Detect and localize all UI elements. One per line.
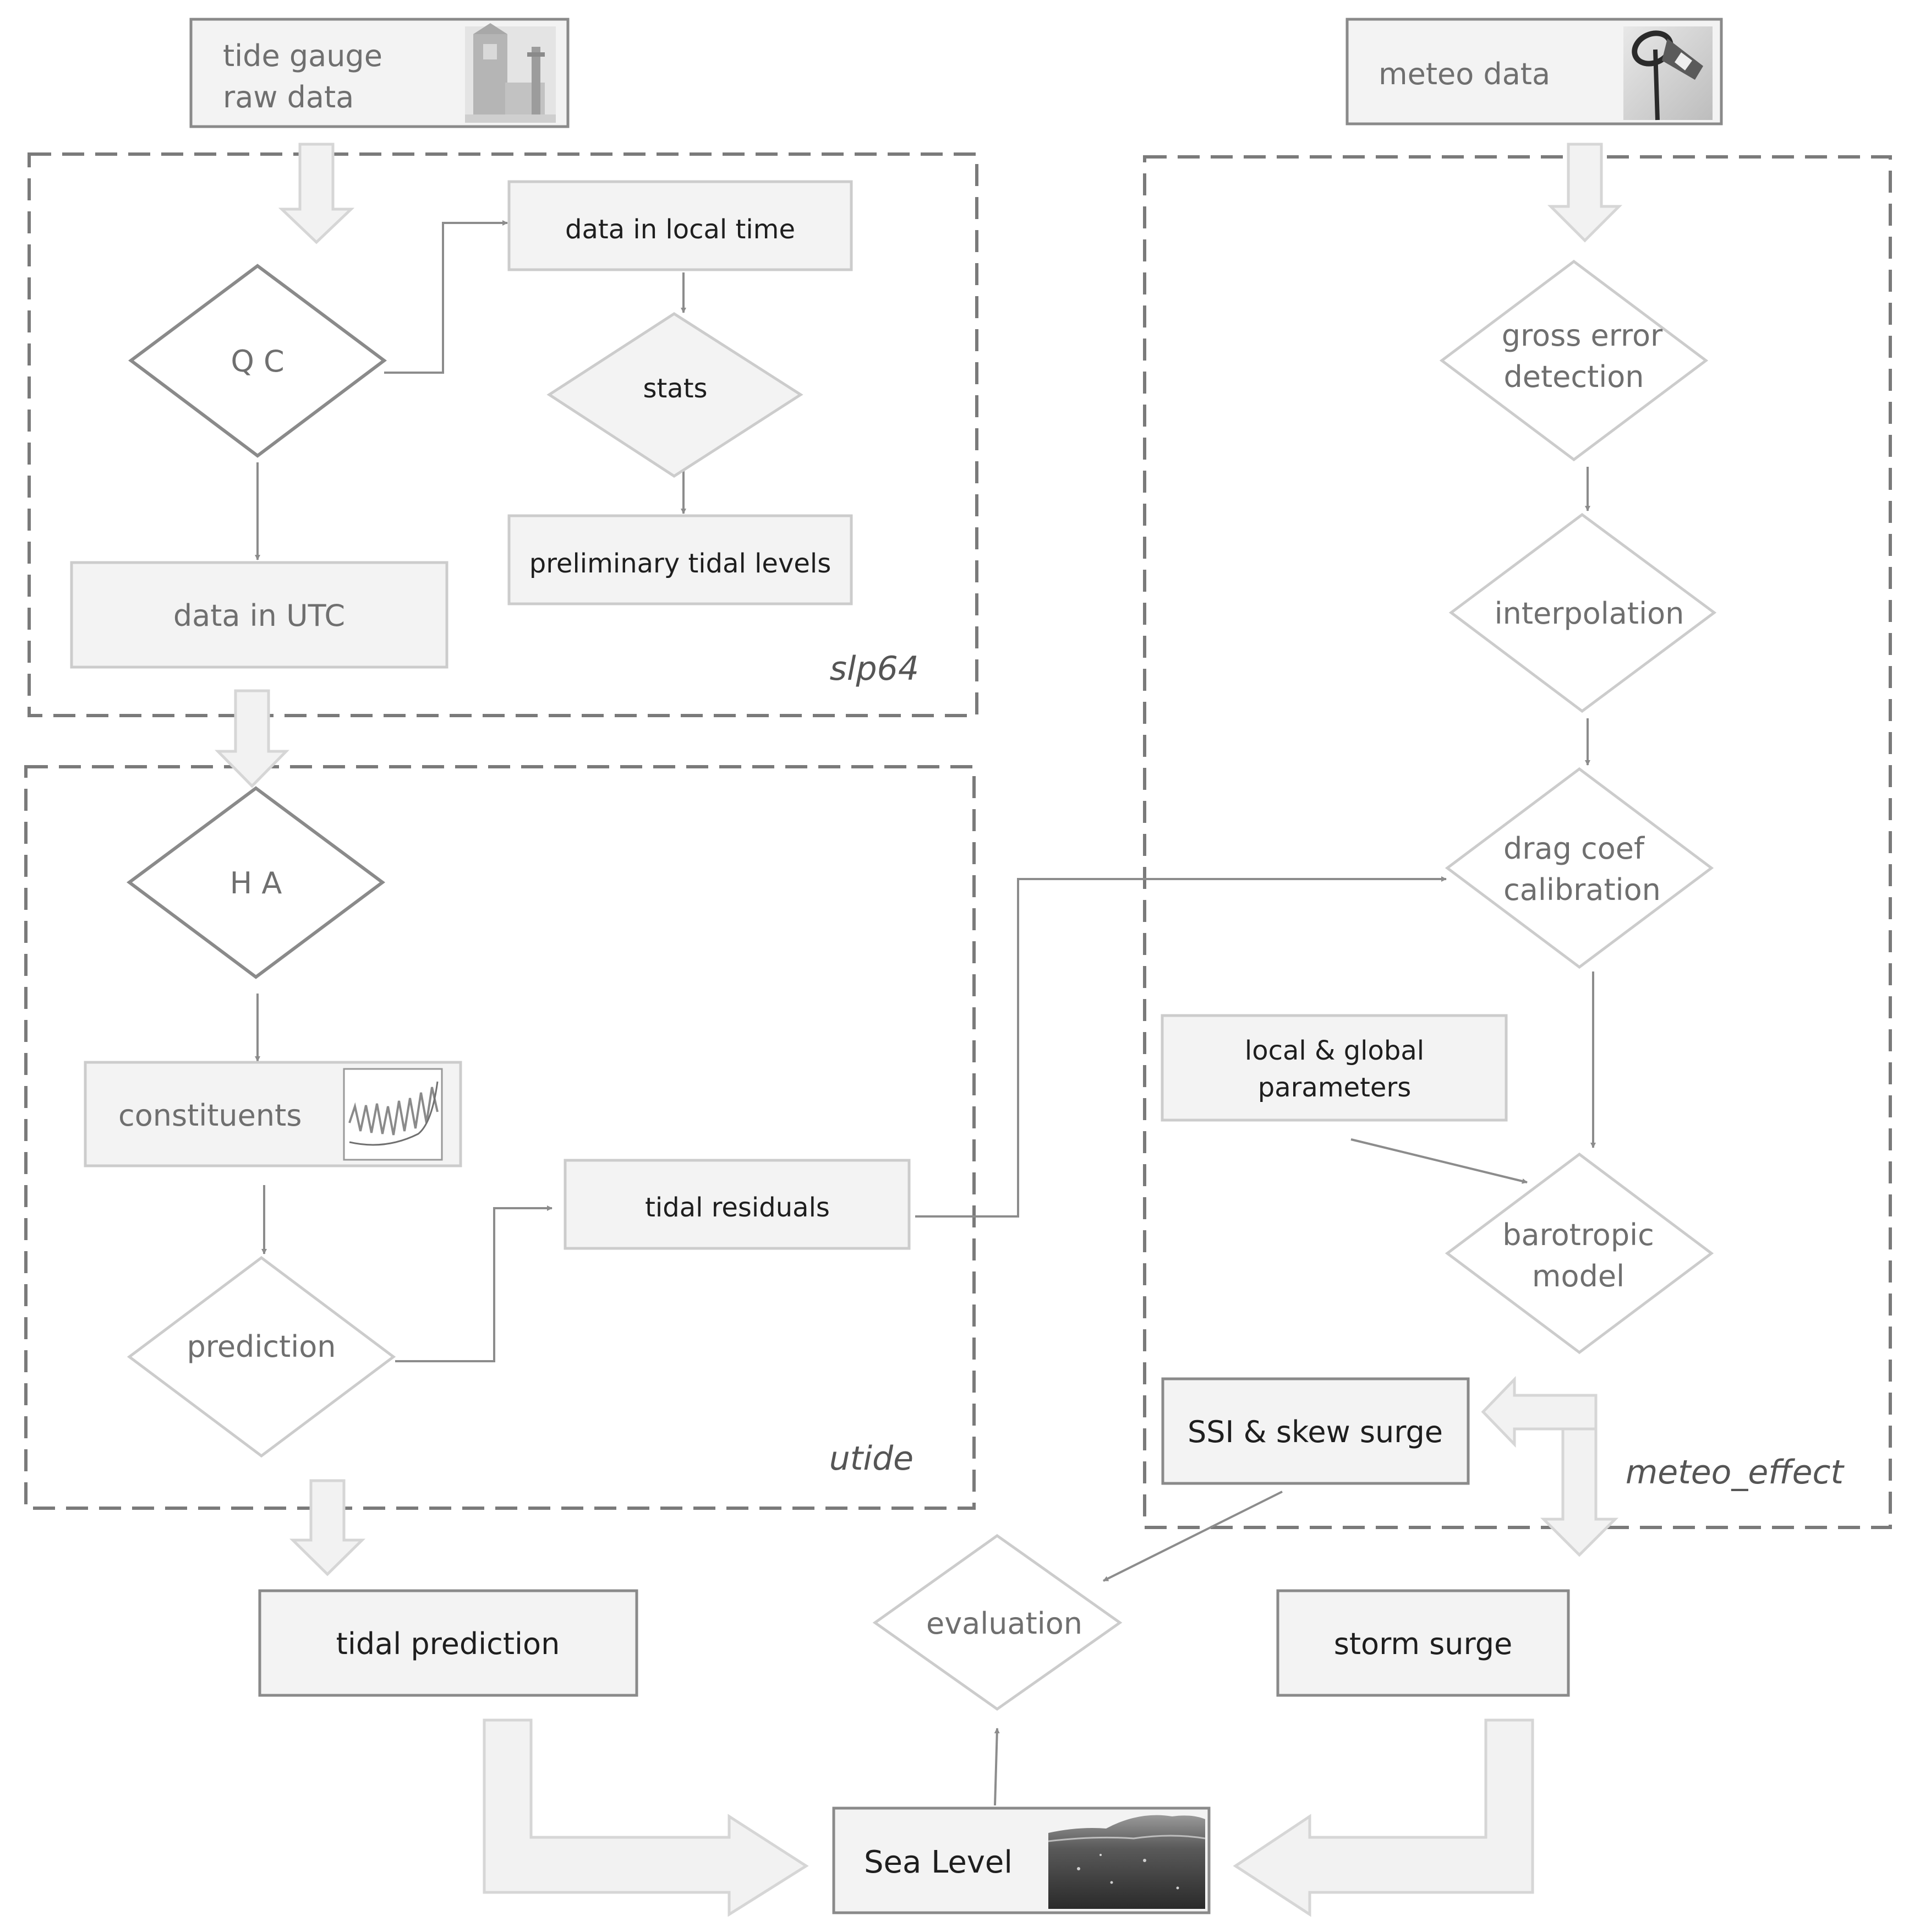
node-tidal-residuals: tidal residuals [564,1159,911,1250]
tidal-signal-plot-icon [343,1068,443,1161]
node-sea-level: Sea Level [832,1807,1211,1914]
node-interpolation: interpolation [1448,512,1717,713]
node-stats: stats [546,312,803,478]
node-local-global-parameters: local & global parameters [1161,1014,1508,1122]
block-arrow-meteo-to-gross [1547,143,1623,243]
node-local-global-parameters-line-2: parameters [1258,1072,1411,1103]
node-ha-label: H A [230,866,282,900]
group-label-meteo-effect: meteo_effect [1626,1453,1845,1492]
node-prediction-label: prediction [187,1329,336,1364]
node-tide-gauge-raw-data-line-1: tide gauge [223,39,382,73]
node-barotropic-model-line-2: model [1532,1259,1624,1294]
node-tide-gauge-raw-data-line-2: raw data [223,80,354,114]
arrow-residuals-to-drag-coef [915,876,1447,1218]
node-ha: H A [126,786,386,979]
connectors [255,220,1596,1806]
node-data-local-time-label: data in local time [565,214,795,245]
node-ssi-skew-surge-label: SSI & skew surge [1188,1415,1443,1449]
node-barotropic-model: barotropic model [1445,1152,1714,1355]
group-frame-utide [24,765,976,1510]
node-tidal-prediction-label: tidal prediction [336,1627,560,1661]
arrow-qc-to-local-time [384,220,508,374]
node-preliminary-tidal-levels-label: preliminary tidal levels [529,548,831,579]
node-preliminary-tidal-levels: preliminary tidal levels [507,514,853,605]
node-evaluation: evaluation [872,1533,1123,1711]
group-frame-meteo-effect [1143,155,1892,1529]
node-local-global-parameters-line-1: local & global [1245,1035,1424,1066]
node-gross-error-detection-line-1: gross error [1502,318,1663,353]
node-storm-surge-label: storm surge [1334,1627,1512,1661]
node-evaluation-label: evaluation [926,1606,1082,1641]
node-tidal-prediction: tidal prediction [258,1589,638,1697]
block-arrow-barotropic-to-ssi-and-storm [1481,1376,1619,1557]
node-constituents: constituents [84,1061,462,1167]
block-arrow-storm-surge-to-sea-level [1233,1718,1534,1917]
node-meteo-data-label: meteo data [1379,57,1550,91]
node-constituents-label: constituents [118,1098,302,1133]
tide-gauge-icon [465,23,556,123]
node-drag-coef-calibration-line-1: drag coef [1503,831,1645,866]
node-ssi-skew-surge: SSI & skew surge [1161,1377,1470,1485]
block-arrow-tidal-prediction-to-sea-level [483,1718,809,1917]
block-arrows [215,143,1623,1917]
node-tide-gauge-raw-data: tide gauge raw data [189,18,570,128]
block-arrow-utide-to-tidal-prediction [289,1479,366,1576]
node-gross-error-detection: gross error detection [1439,259,1709,462]
node-qc-label: Q C [231,344,284,379]
node-storm-surge: storm surge [1276,1589,1570,1697]
node-drag-coef-calibration: drag coef calibration [1445,767,1714,969]
arrow-prediction-to-residuals [395,1205,553,1362]
arrow-ssi-to-evaluation [1103,1491,1283,1582]
node-gross-error-detection-line-2: detection [1503,359,1644,394]
node-drag-coef-calibration-line-2: calibration [1503,872,1661,907]
group-label-slp64: slp64 [830,650,919,688]
node-barotropic-model-line-1: barotropic [1502,1218,1654,1252]
node-qc: Q C [128,264,387,458]
node-data-utc-label: data in UTC [173,598,345,633]
windsock-icon [1623,26,1713,121]
sea-surface-icon [1048,1814,1206,1909]
node-tidal-residuals-label: tidal residuals [645,1192,830,1223]
node-stats-label: stats [643,373,707,404]
node-meteo-data: meteo data [1345,18,1723,125]
node-sea-level-label: Sea Level [864,1844,1013,1880]
group-frame-slp64 [28,152,978,717]
node-interpolation-label: interpolation [1495,596,1684,631]
arrow-sea-level-to-evaluation [994,1728,1000,1806]
block-arrow-slp64-to-utide [215,689,289,788]
node-prediction: prediction [127,1256,396,1458]
group-label-utide: utide [829,1439,914,1478]
block-arrow-raw-to-qc [278,143,355,244]
node-data-local-time: data in local time [507,180,853,271]
arrow-params-to-barotropic [1350,1138,1528,1184]
node-data-utc: data in UTC [70,561,448,669]
